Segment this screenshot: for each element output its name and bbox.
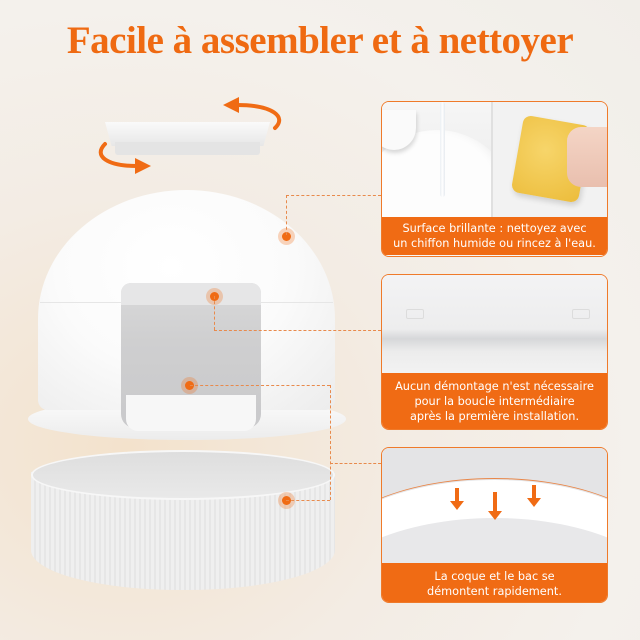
feature-panel-shell-tray: La coque et le bac se démontent rapideme…: [381, 447, 608, 603]
page-title: Facile à assembler et à nettoyer: [66, 19, 574, 62]
leader-line: [286, 195, 381, 196]
leader-line: [214, 330, 381, 331]
buckle-surface: [382, 275, 607, 373]
callout-dot-tray: [185, 381, 194, 390]
rotate-clockwise-icon: [98, 142, 151, 174]
door-top-frame: [121, 283, 261, 305]
feature-panel-buckle: Aucun démontage n'est nécessaire pour la…: [381, 274, 608, 430]
shell-tray-photo: [382, 448, 607, 563]
photo-divider: [491, 102, 493, 217]
caption-line: Surface brillante : nettoyez avec: [402, 222, 587, 235]
base-tray: [31, 450, 335, 610]
arrow-down-icon: [488, 492, 502, 520]
hand: [567, 127, 607, 187]
tray-rim: [31, 450, 335, 500]
leader-line: [190, 385, 330, 386]
water-stream: [440, 102, 445, 197]
leader-line: [286, 500, 330, 501]
buckle-slot-right: [572, 309, 590, 319]
leader-line: [330, 385, 331, 500]
panel-caption: La coque et le bac se démontent rapideme…: [382, 563, 607, 602]
arrow-down-icon: [450, 488, 464, 510]
panel-caption: Surface brillante : nettoyez avec un chi…: [382, 217, 607, 255]
door-step: [126, 395, 256, 431]
panel-caption: Aucun démontage n'est nécessaire pour la…: [382, 373, 607, 429]
buckle-closeup-photo: [382, 275, 607, 373]
shell-edge: [382, 478, 607, 563]
caption-line: démontent rapidement.: [427, 585, 562, 598]
caption-line: après la première installation.: [409, 410, 580, 423]
leader-line: [330, 463, 381, 464]
surface-cleaning-photo: [382, 102, 607, 217]
caption-line: La coque et le bac se: [434, 570, 555, 583]
callout-dot-surface: [282, 232, 291, 241]
leader-line: [286, 195, 287, 235]
rotate-counterclockwise-icon: [223, 97, 282, 130]
arrow-down-icon: [527, 485, 541, 507]
buckle-slot-left: [406, 309, 424, 319]
lid-base: [115, 142, 260, 155]
caption-line: Aucun démontage n'est nécessaire: [395, 380, 594, 393]
caption-line: pour la boucle intermédiaire: [414, 395, 575, 408]
feature-panel-surface: Surface brillante : nettoyez avec un chi…: [381, 101, 608, 257]
leader-line: [214, 296, 215, 330]
caption-line: un chiffon humide ou rincez à l'eau.: [393, 237, 596, 250]
